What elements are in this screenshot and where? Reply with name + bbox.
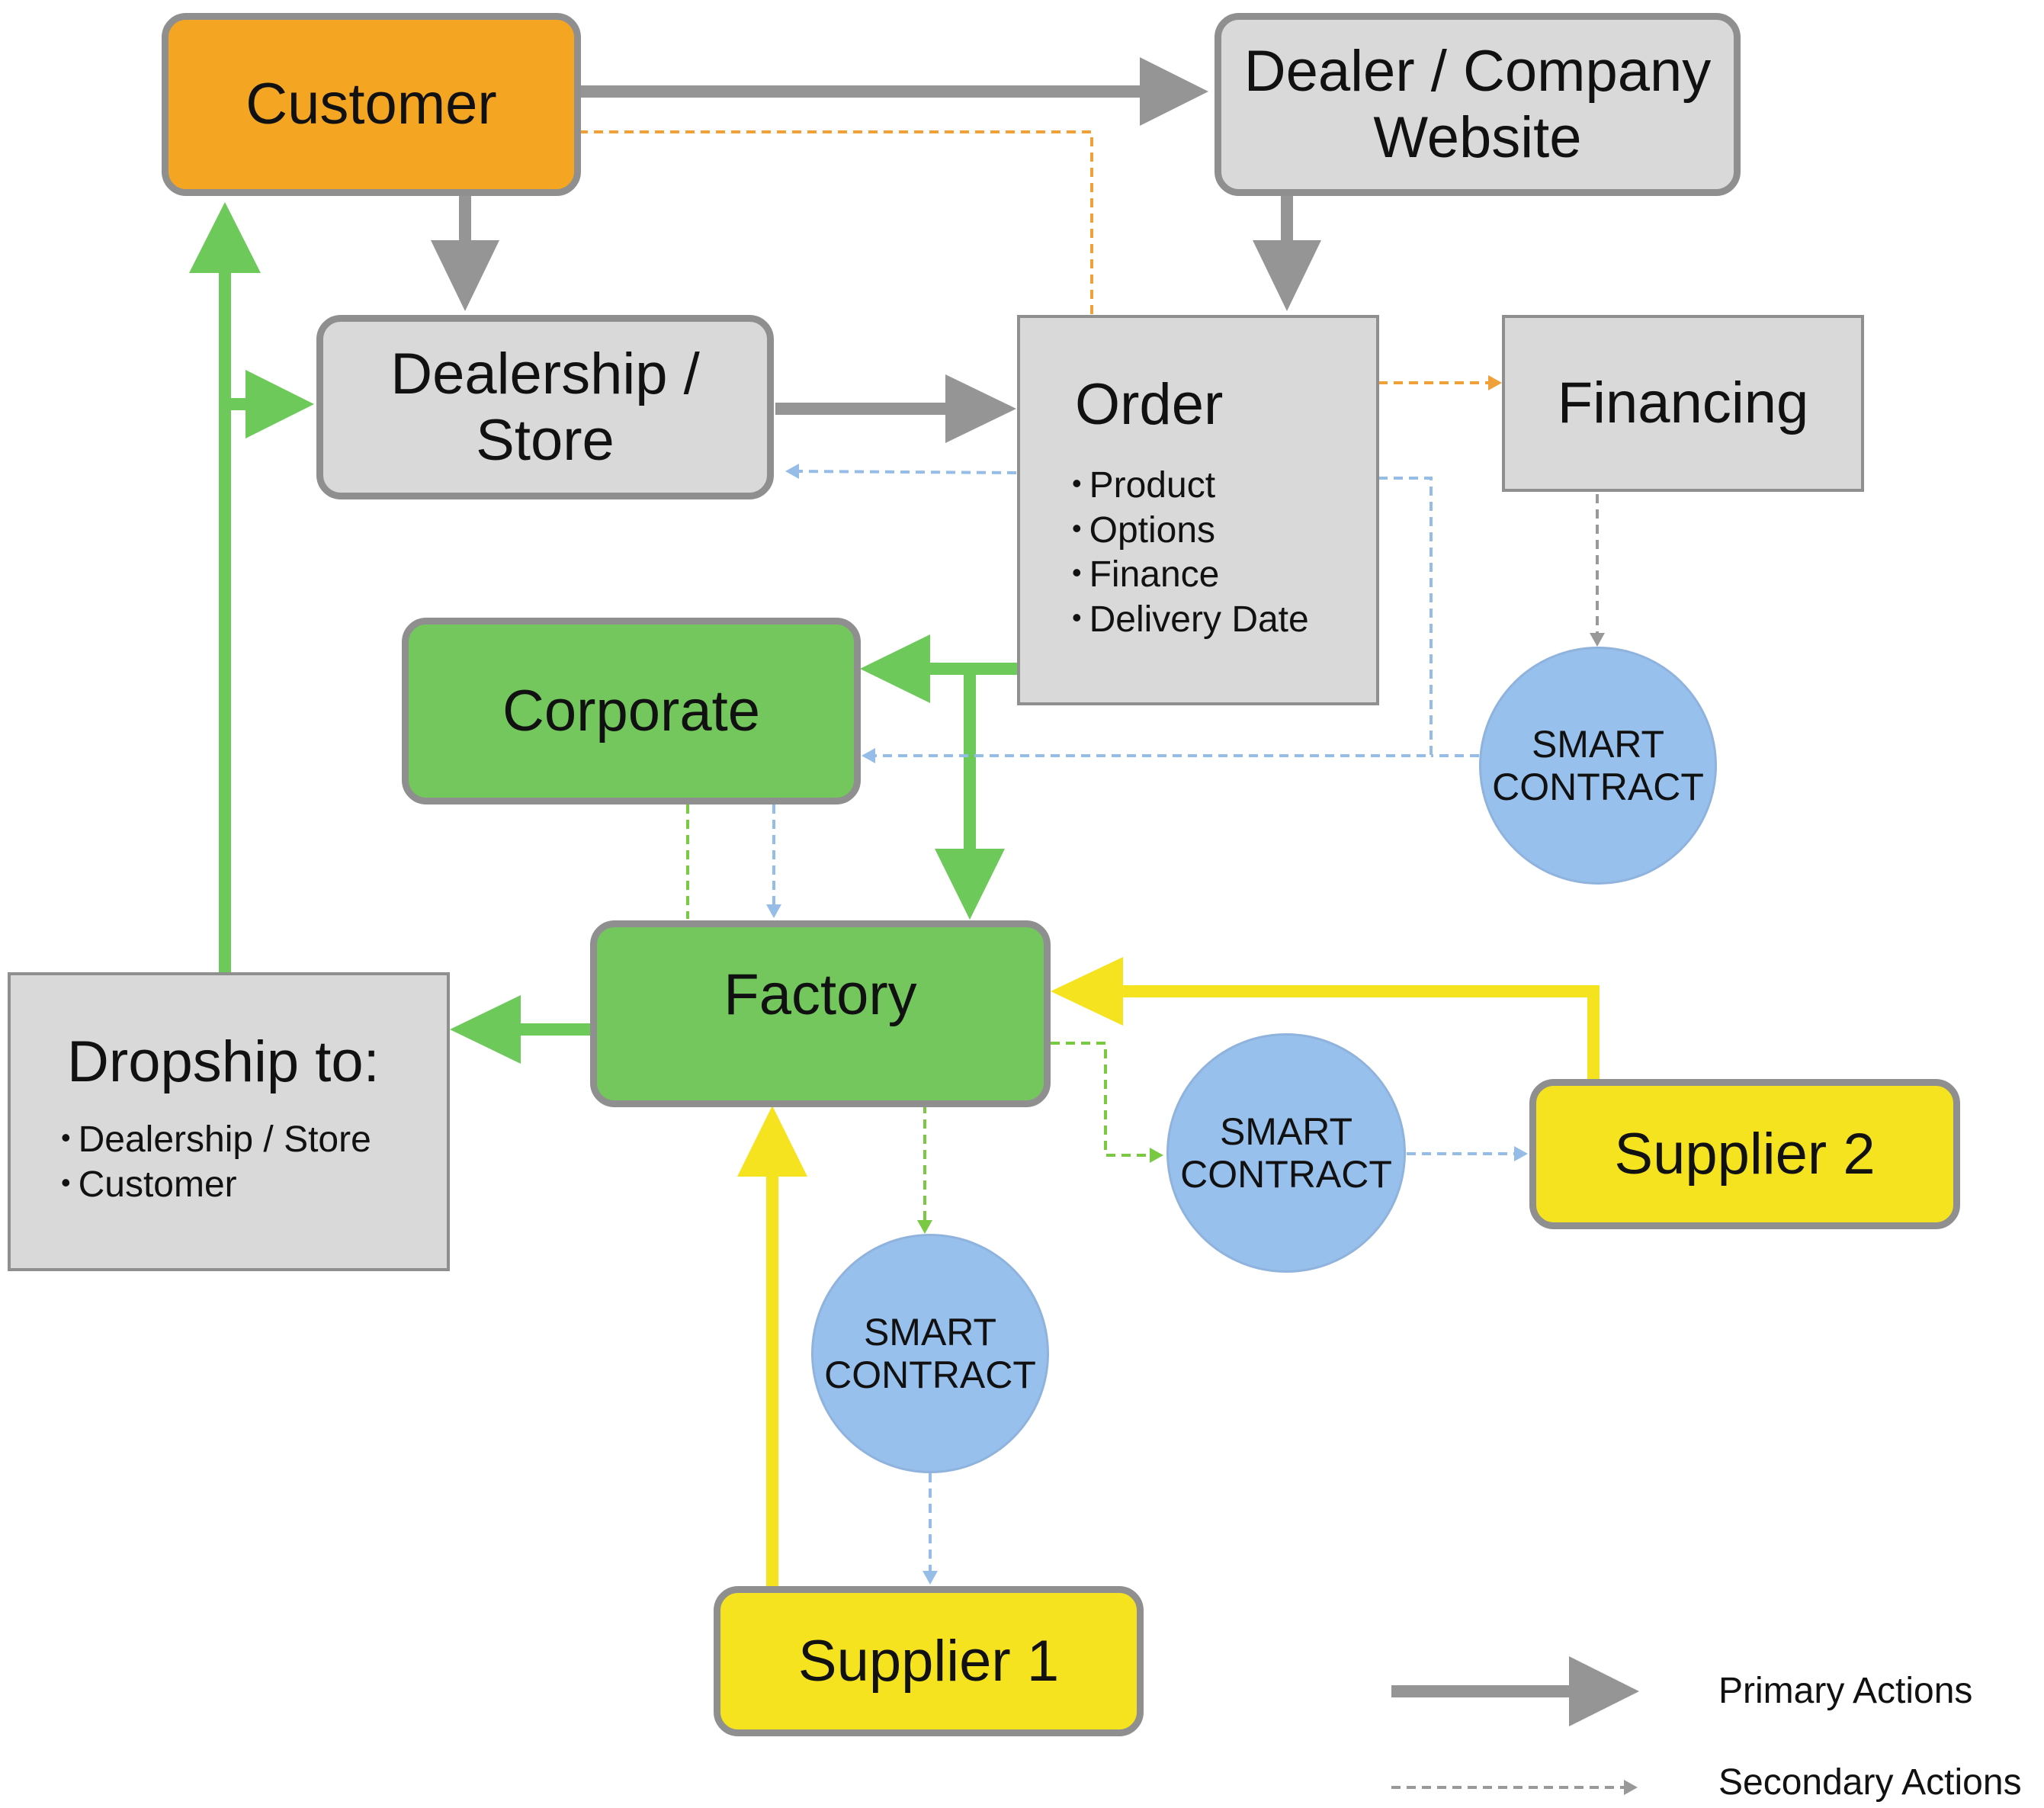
dash-financing-to-contract bbox=[1590, 494, 1605, 647]
financing-label: Financing bbox=[1557, 371, 1809, 436]
order-node[interactable]: Order Product Options Finance Delivery D… bbox=[1017, 315, 1379, 705]
smart-contract-supplier1[interactable]: SMART CONTRACT bbox=[811, 1234, 1049, 1473]
supplier1-label: Supplier 1 bbox=[797, 1628, 1060, 1694]
website-label-line1: Dealer / Company bbox=[1243, 38, 1712, 104]
dash-contract-to-supplier2 bbox=[1407, 1146, 1528, 1161]
arrow-customer-to-website bbox=[581, 57, 1208, 126]
dash-order-to-customer bbox=[581, 130, 1093, 314]
primary-gray-arrows bbox=[431, 57, 1321, 443]
financing-node[interactable]: Financing bbox=[1502, 315, 1864, 492]
dash-factory-to-contract-bottom bbox=[917, 1104, 932, 1234]
smart-contract-supplier2[interactable]: SMART CONTRACT bbox=[1166, 1033, 1406, 1273]
order-item-delivery-date: Delivery Date bbox=[1072, 598, 1309, 643]
dropship-node[interactable]: Dropship to: Dealership / Store Customer bbox=[8, 972, 450, 1271]
corporate-node[interactable]: Corporate bbox=[402, 618, 861, 804]
factory-label: Factory bbox=[724, 962, 917, 1027]
primary-yellow-arrows bbox=[737, 957, 1600, 1586]
secondary-arrows bbox=[581, 130, 1605, 1585]
dropship-item-customer: Customer bbox=[61, 1163, 371, 1208]
dealership-node[interactable]: Dealership / Store bbox=[316, 315, 774, 499]
smart-contract-label-line2: CONTRACT bbox=[1492, 766, 1704, 808]
supplier2-node[interactable]: Supplier 2 bbox=[1529, 1079, 1960, 1229]
factory-node[interactable]: Factory bbox=[590, 920, 1051, 1107]
order-details-list: Product Options Finance Delivery Date bbox=[1072, 464, 1309, 642]
arrow-website-to-order bbox=[1253, 194, 1321, 311]
dropship-title: Dropship to: bbox=[67, 1029, 380, 1094]
dealership-label-line1: Dealership / bbox=[390, 341, 700, 406]
supplier1-node[interactable]: Supplier 1 bbox=[714, 1586, 1144, 1736]
dash-order-to-financing bbox=[1378, 375, 1502, 390]
smart-contract-label-line1: SMART bbox=[863, 1311, 997, 1354]
legend-primary-label: Primary Actions bbox=[1718, 1671, 1973, 1711]
arrow-order-to-corporate bbox=[860, 634, 1019, 703]
arrow-supplier2-to-factory bbox=[1051, 957, 1600, 1079]
dropship-item-dealership: Dealership / Store bbox=[61, 1118, 371, 1163]
dash-contract-to-supplier1 bbox=[923, 1473, 938, 1585]
legend-primary-swatch bbox=[1391, 1656, 1639, 1726]
arrow-dropship-to-customer bbox=[189, 202, 261, 972]
legend-secondary-label: Secondary Actions bbox=[1718, 1762, 2022, 1803]
smart-contract-label-line2: CONTRACT bbox=[1180, 1153, 1392, 1196]
primary-green-arrows bbox=[189, 202, 1019, 1064]
customer-node[interactable]: Customer bbox=[162, 13, 581, 196]
smart-contract-label-line1: SMART bbox=[1531, 723, 1665, 766]
arrow-supplier1-to-factory bbox=[737, 1106, 807, 1586]
dealership-label-line2: Store bbox=[476, 408, 614, 473]
arrow-factory-to-dropship bbox=[450, 995, 590, 1064]
customer-label: Customer bbox=[245, 72, 497, 137]
legend-secondary-swatch bbox=[1391, 1780, 1638, 1795]
order-item-product: Product bbox=[1072, 464, 1309, 509]
dash-order-to-corporate bbox=[862, 477, 1479, 763]
supplier2-label: Supplier 2 bbox=[1614, 1121, 1876, 1187]
corporate-label: Corporate bbox=[502, 678, 760, 743]
smart-contract-financing[interactable]: SMART CONTRACT bbox=[1479, 647, 1717, 885]
order-item-finance: Finance bbox=[1072, 553, 1309, 598]
website-node[interactable]: Dealer / Company Website bbox=[1215, 13, 1741, 196]
dash-factory-to-contract-right bbox=[1051, 1042, 1163, 1163]
website-label-line2: Website bbox=[1373, 105, 1582, 170]
smart-contract-label-line2: CONTRACT bbox=[824, 1354, 1036, 1396]
arrow-dealership-to-order bbox=[775, 374, 1016, 443]
dropship-targets-list: Dealership / Store Customer bbox=[61, 1118, 371, 1207]
arrow-dropship-to-dealership bbox=[225, 370, 314, 438]
dash-order-to-dealership bbox=[785, 464, 1017, 479]
dash-corporate-to-factory-blue bbox=[766, 804, 781, 918]
arrow-order-to-factory bbox=[935, 669, 1005, 920]
order-item-options: Options bbox=[1072, 509, 1309, 554]
smart-contract-label-line1: SMART bbox=[1219, 1110, 1353, 1153]
arrow-customer-to-dealership bbox=[431, 194, 499, 311]
order-title: Order bbox=[1075, 372, 1224, 437]
